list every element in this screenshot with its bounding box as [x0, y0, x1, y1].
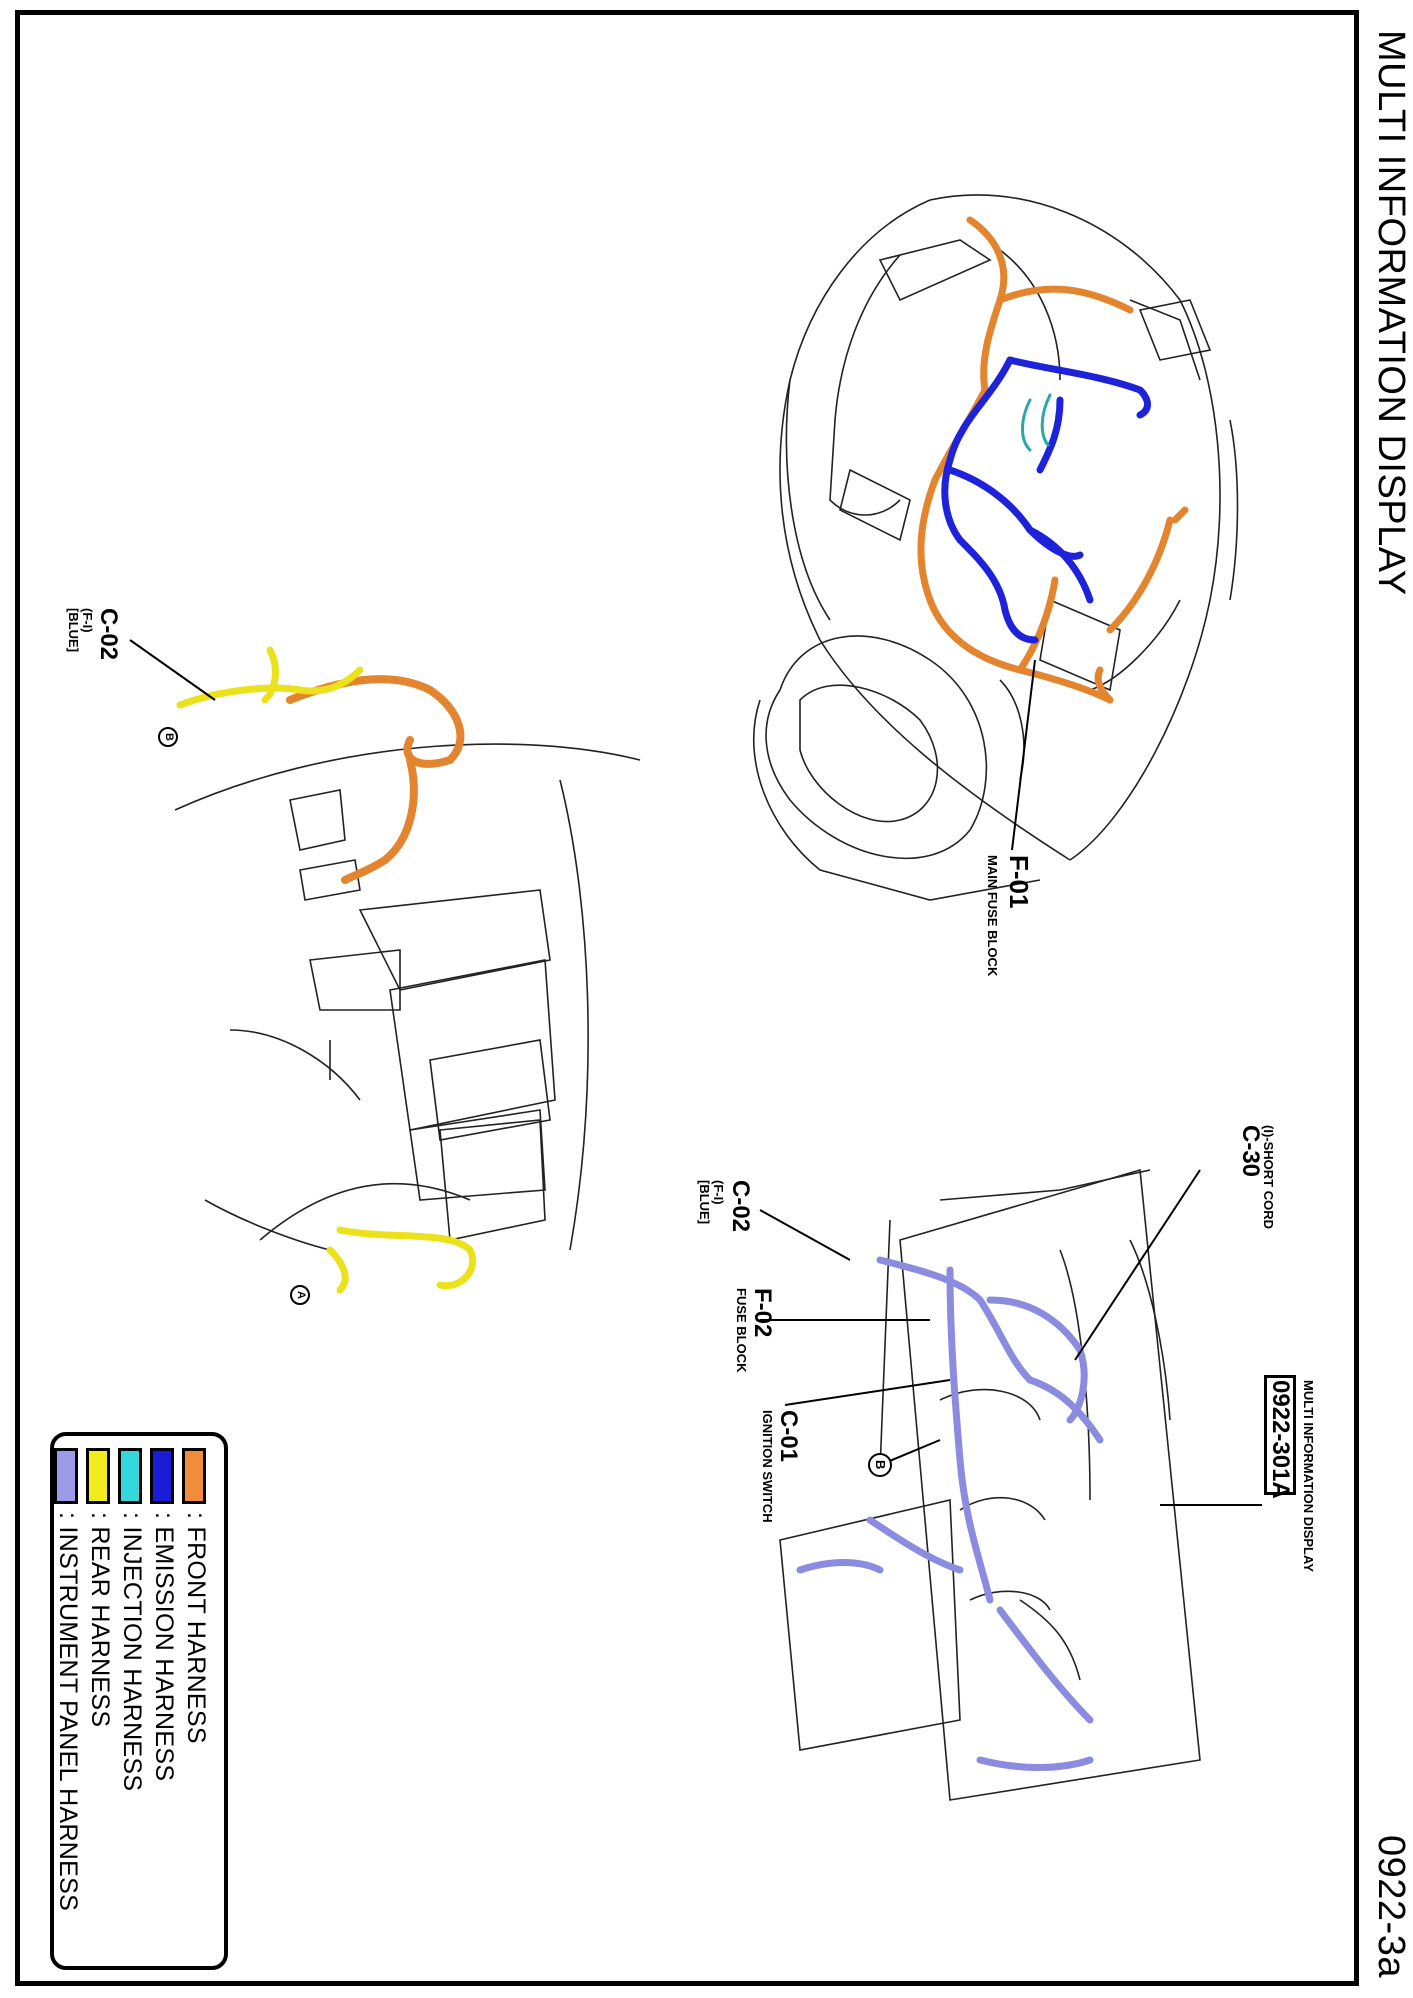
connector-ref-code: 0922-301A — [1267, 1380, 1294, 1499]
page-number: 0922-3a — [1370, 1835, 1412, 1978]
f01-leader — [1011, 659, 1036, 851]
circle-markers-bottom — [868, 1453, 892, 1477]
f01-desc: MAIN FUSE BLOCK — [985, 855, 1000, 977]
cabin-front-harness-routing — [286, 675, 465, 884]
connector-ref-box — [1264, 1375, 1296, 1495]
c02-top-leader — [129, 639, 216, 701]
f02-desc: FUSE BLOCK — [734, 1288, 749, 1373]
c02-bottom-sub1: (F-I) — [711, 1180, 726, 1205]
legend-label-injection: : INJECTION HARNESS — [118, 1512, 146, 1792]
front-harness-routing — [917, 216, 1189, 704]
circle-markers-top — [158, 727, 310, 1305]
c02-top-sub1: (F-I) — [80, 608, 95, 633]
circle-a-label: A — [295, 1291, 307, 1299]
harness-legend: : FRONT HARNESS : EMISSION HARNESS : INJ… — [50, 1432, 228, 1970]
instrument-panel-harness-routing — [796, 1256, 1104, 1771]
c02-bottom-sub2: [BLUE] — [697, 1180, 712, 1225]
page-title: MULTI INFORMATION DISPLAY — [1370, 30, 1412, 596]
connector-ref-desc: MULTI INFORMATION DISPLAY — [1301, 1380, 1316, 1572]
legend-label-rear: : REAR HARNESS — [86, 1512, 114, 1728]
instrument-panel-drawing — [779, 1168, 1201, 1801]
circle-b-top-marker — [158, 727, 178, 747]
c30-code: C-30 — [1237, 1125, 1264, 1178]
instrument-panel-leaders — [759, 1169, 1262, 1506]
f01-code: F-01 — [1004, 855, 1034, 909]
injection-harness-routing — [1021, 393, 1052, 452]
c02-top-code: C-02 — [95, 608, 122, 661]
c02-bottom-code: C-02 — [727, 1180, 754, 1233]
legend-label-instrument-panel: : INSTRUMENT PANEL HARNESS — [54, 1512, 82, 1912]
legend-swatch-rear — [86, 1448, 110, 1504]
legend-label-front: : FRONT HARNESS — [182, 1512, 210, 1744]
f02-code: F-02 — [749, 1288, 776, 1338]
legend-swatch-injection — [118, 1448, 142, 1504]
c01-code: C-01 — [775, 1410, 802, 1463]
legend-swatch-front — [182, 1448, 206, 1504]
circle-b-bottom-marker — [868, 1453, 892, 1477]
circle-a-marker — [290, 1285, 310, 1305]
legend-swatch-emission — [150, 1448, 174, 1504]
legend-label-emission: : EMISSION HARNESS — [150, 1512, 178, 1782]
circle-b-top-label: B — [163, 733, 175, 741]
emission-harness-routing — [941, 356, 1151, 644]
engine-compartment-drawing — [752, 194, 1239, 901]
c01-desc: IGNITION SWITCH — [760, 1410, 775, 1523]
c02-top-sub2: [BLUE] — [66, 608, 81, 653]
c30-desc: (I)-SHORT CORD — [1261, 1125, 1276, 1229]
cabin-pedal-drawing — [174, 743, 641, 1251]
circle-b-bottom-label: B — [873, 1460, 888, 1470]
legend-swatch-instrument-panel — [54, 1448, 78, 1504]
cabin-rear-harness-routing — [176, 646, 477, 1294]
diagram-frame — [15, 10, 1359, 1986]
